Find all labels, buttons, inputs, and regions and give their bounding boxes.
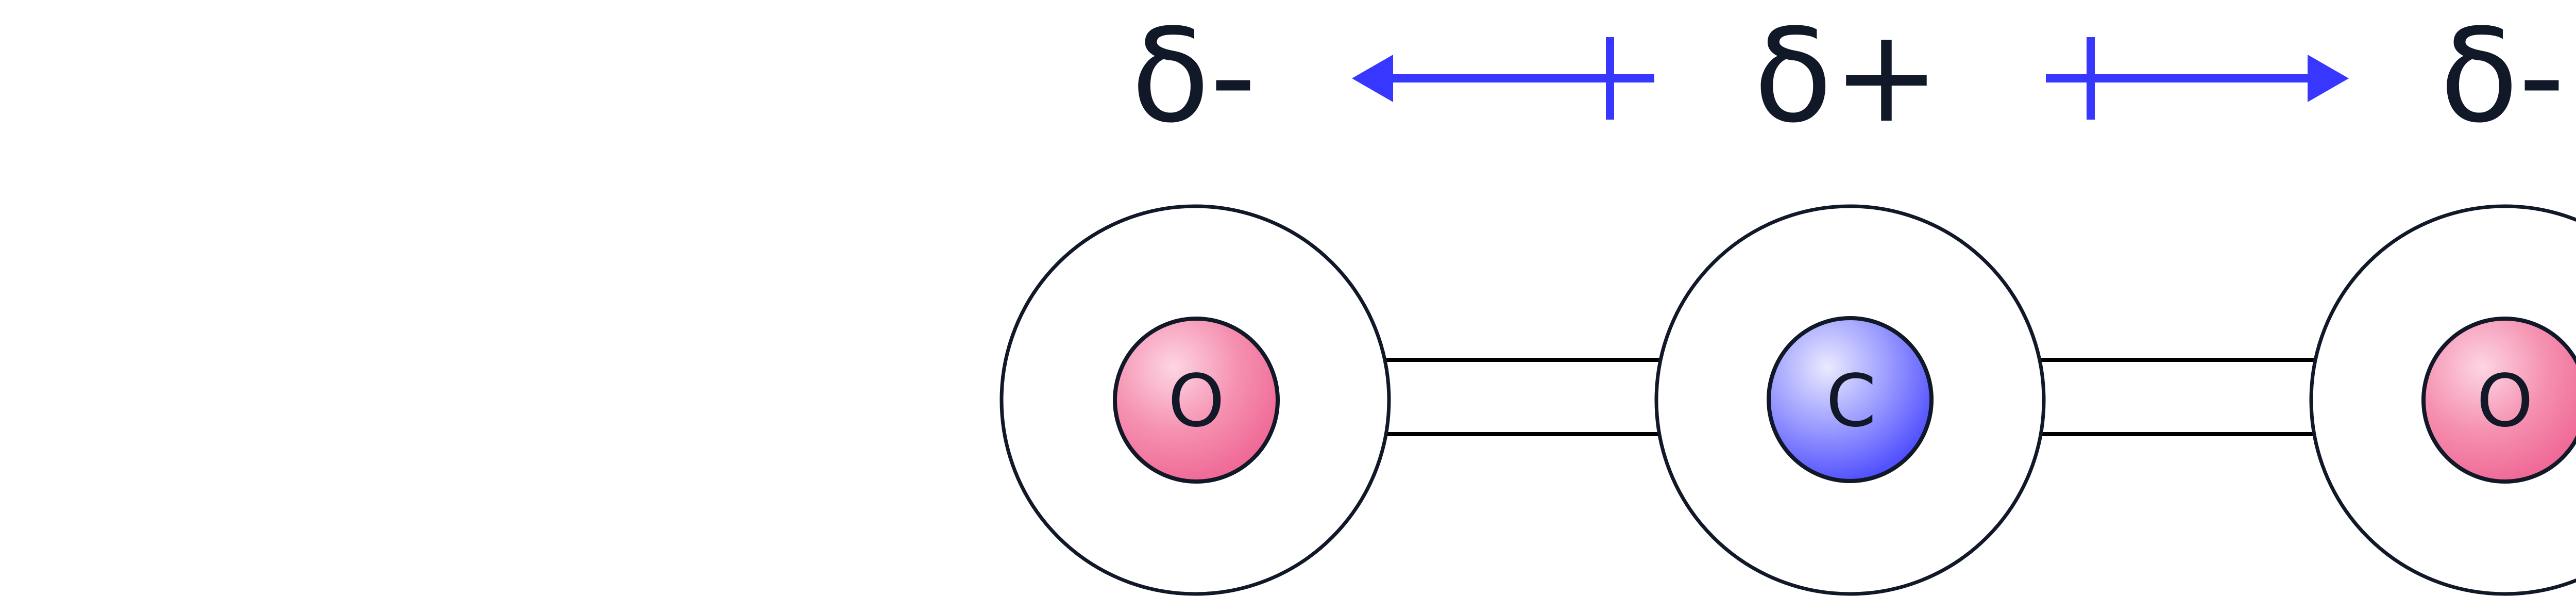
atom-symbol: C: [1826, 359, 1876, 443]
atom-carbon: C: [1654, 204, 2046, 596]
atom-symbol: O: [1168, 359, 1225, 443]
arrow-left-icon: [1352, 55, 1393, 102]
bond-right-double: [2040, 358, 2315, 436]
dipole-cross-left: [1606, 37, 1614, 120]
bond-left-double: [1385, 358, 1660, 436]
charge-labels: δ- δ+ δ-: [1131, 1, 2565, 151]
dipole-arrow-right: [2046, 37, 2349, 120]
nucleus-carbon: [1767, 316, 1934, 483]
dipole-arrow-right-shaft: [2046, 74, 2309, 82]
arrow-right-icon: [2308, 55, 2349, 102]
atom-oxygen-left: O: [999, 204, 1391, 596]
nucleus-oxygen: [1113, 317, 1280, 484]
charge-label-carbon: δ+: [1754, 1, 1940, 151]
nucleus-oxygen: [2421, 317, 2576, 484]
charge-label-oxygen-left: δ-: [1131, 1, 1256, 151]
dipole-arrow-left-shaft: [1391, 74, 1654, 82]
atom-oxygen-right: O: [2309, 204, 2576, 596]
dipole-arrow-left: [1352, 37, 1654, 120]
atom-symbol: O: [2477, 359, 2533, 443]
charge-label-oxygen-right: δ-: [2439, 1, 2565, 151]
dipole-cross-right: [2087, 37, 2095, 120]
